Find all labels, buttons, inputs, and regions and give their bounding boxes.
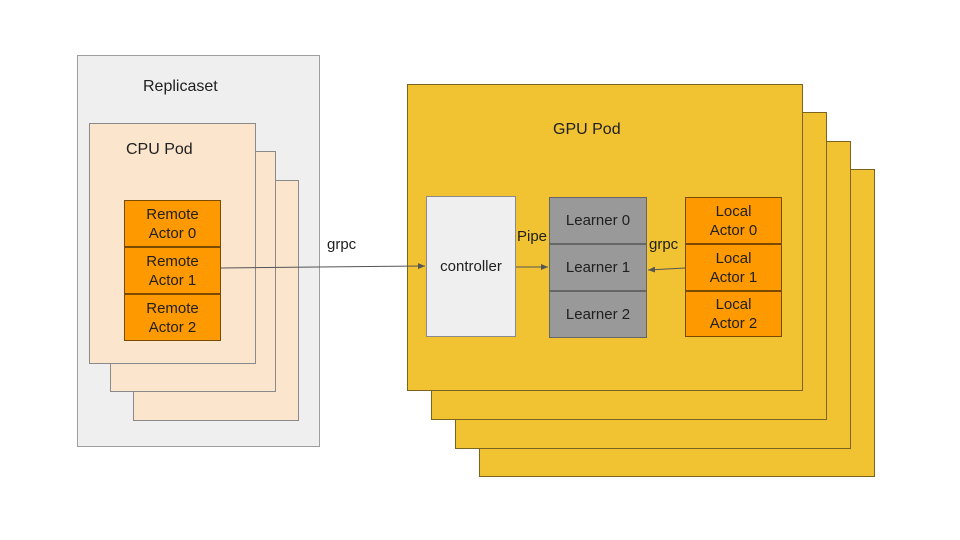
replicaset-title: Replicaset bbox=[143, 78, 218, 95]
local-actor-0: Local Actor 0 bbox=[685, 197, 782, 244]
remote-actor-1-line1: Remote bbox=[146, 252, 199, 270]
local-actor-2-line2: Actor 2 bbox=[709, 315, 758, 332]
remote-actor-0-line2: Actor 0 bbox=[148, 224, 197, 242]
edge-label-local-grpc: grpc bbox=[649, 236, 679, 253]
remote-actor-1-line2: Actor 1 bbox=[148, 271, 197, 289]
local-actor-2-line1: Local bbox=[715, 296, 752, 313]
controller-label: controller bbox=[440, 258, 502, 275]
edge-label-remote-grpc: grpc bbox=[327, 236, 357, 253]
remote-actor-0-line1: Remote bbox=[146, 205, 199, 223]
local-actor-1: Local Actor 1 bbox=[685, 244, 782, 291]
remote-actor-2-line2: Actor 2 bbox=[148, 318, 197, 336]
cpu-pod-title: CPU Pod bbox=[126, 141, 193, 158]
local-actor-0-line2: Actor 0 bbox=[709, 221, 758, 239]
gpu-pod-title: GPU Pod bbox=[553, 121, 621, 138]
local-actor-1-line2: Actor 1 bbox=[709, 268, 758, 286]
remote-actor-2: Remote Actor 2 bbox=[124, 294, 221, 341]
remote-actor-2-line1: Remote bbox=[146, 299, 199, 317]
learner-1: Learner 1 bbox=[549, 244, 647, 291]
remote-actor-0: Remote Actor 0 bbox=[124, 200, 221, 247]
local-actor-1-line1: Local bbox=[715, 249, 752, 267]
learner-2: Learner 2 bbox=[549, 291, 647, 338]
learner-1-label: Learner 1 bbox=[565, 259, 631, 276]
learner-2-label: Learner 2 bbox=[565, 306, 631, 323]
remote-actor-1: Remote Actor 1 bbox=[124, 247, 221, 294]
edge-label-pipe: Pipe bbox=[517, 228, 548, 245]
local-actor-0-line1: Local bbox=[715, 202, 752, 220]
learner-0: Learner 0 bbox=[549, 197, 647, 244]
learner-0-label: Learner 0 bbox=[565, 212, 631, 229]
local-actor-2: Local Actor 2 bbox=[685, 291, 782, 337]
controller-box: controller bbox=[426, 196, 516, 337]
